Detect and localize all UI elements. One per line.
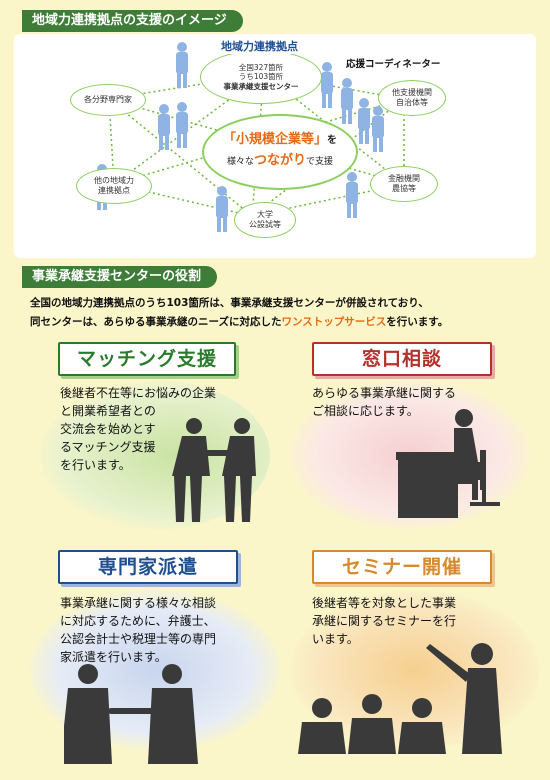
center-main: 「小規模企業等」 (222, 132, 327, 147)
card-counter-title: 窓口相談 (312, 342, 492, 376)
card-matching-title: マッチング支援 (58, 342, 236, 376)
node-university: 大学 公設試等 (234, 202, 296, 238)
network-diagram: 全国327箇所 うち103箇所 事業承継支援センター 地域力連携拠点 応援コーデ… (14, 34, 536, 258)
card-counter-line: あらゆる事業承継に関する (312, 386, 457, 400)
card-seminar-line: 後継者等を対象とした事業 (312, 596, 457, 610)
card-seminar-line: 承継に関するセミナーを行 (312, 614, 457, 628)
card-counter-text: あらゆる事業承継に関する ご相談に応じます。 (312, 384, 456, 420)
card-matching-line: 交流会を始めとす (60, 422, 156, 436)
handshake-silhouette (172, 418, 256, 522)
node-finance-l1: 金融機関 (388, 174, 420, 183)
hub-line1: 全国327箇所 (238, 62, 284, 72)
intro-line2c: を行います。 (386, 316, 449, 328)
hub-title: 地域力連携拠点 (218, 38, 301, 54)
node-univ-l1: 大学 (257, 210, 273, 219)
node-support-l2: 自治体等 (396, 98, 428, 107)
hub-line3: 事業承継支援センター (223, 81, 299, 91)
card-expert-text: 事業承継に関する様々な相談 に対応するために、弁護士、 公認会計士や税理士等の専… (60, 594, 216, 666)
node-other-hubs: 他の地域力 連携拠点 (76, 168, 152, 204)
card-seminar-text: 後継者等を対象とした事業 承継に関するセミナーを行 います。 (312, 594, 456, 648)
business-card-silhouette (64, 664, 198, 764)
node-support-l1: 他支援機関 (392, 88, 432, 97)
seminar-silhouette (298, 643, 502, 754)
node-other-hubs-l2: 連携拠点 (98, 186, 130, 195)
card-expert-line: に対応するために、弁護士、 (60, 614, 216, 628)
node-experts: 各分野専門家 (70, 84, 146, 116)
card-expert-title: 専門家派遣 (58, 550, 238, 584)
section1-heading: 地域力連携拠点の支援のイメージ (22, 10, 243, 32)
card-expert-line: 事業承継に関する様々な相談 (60, 596, 217, 610)
card-matching-line: と開業希望者との (60, 404, 156, 418)
center-message: 「小規模企業等」を 様々なつながりで支援 (202, 114, 358, 190)
coordinator-label: 応援コーディネーター (346, 59, 441, 70)
card-counter-line: ご相談に応じます。 (312, 404, 419, 418)
center-sub3: で支援 (306, 157, 334, 167)
center-sub2: つながり (253, 153, 306, 168)
card-matching-text: 後継者不在等にお悩みの企業 と開業希望者との 交流会を始めとす るマッチング支援… (60, 384, 216, 474)
intro-line2b: ワンストップサービス (281, 316, 387, 328)
node-experts-label: 各分野専門家 (84, 95, 132, 104)
card-matching-line: 後継者不在等にお悩みの企業 (60, 386, 217, 400)
node-other-hubs-l1: 他の地域力 (94, 176, 134, 185)
section2-heading: 事業承継支援センターの役割 (22, 266, 218, 288)
card-expert-line: 公認会計士や税理士等の専門 (60, 632, 217, 646)
intro-line2a: 同センターは、あらゆる事業承継のニーズに対応した (30, 316, 282, 328)
node-support-orgs: 他支援機関 自治体等 (378, 80, 446, 116)
center-sub1: 様々な (226, 157, 254, 167)
card-matching-line: を行います。 (60, 458, 131, 472)
card-seminar-title: セミナー開催 (312, 550, 492, 584)
intro-line1: 全国の地域力連携拠点のうち103箇所は、事業承継支援センターが併設されており、 (30, 297, 429, 309)
node-finance: 金融機関 農協等 (370, 166, 438, 202)
hub-line2: うち103箇所 (238, 72, 284, 82)
card-matching-line: るマッチング支援 (60, 440, 156, 454)
node-univ-l2: 公設試等 (249, 220, 281, 229)
intro-text: 全国の地域力連携拠点のうち103箇所は、事業承継支援センターが併設されており、 … (30, 294, 530, 332)
center-suffix: を (327, 135, 337, 146)
hub-node: 全国327箇所 うち103箇所 事業承継支援センター (200, 50, 322, 104)
node-finance-l2: 農協等 (392, 184, 416, 193)
card-seminar-line: います。 (312, 632, 359, 646)
card-expert-line: 家派遣を行います。 (60, 650, 167, 664)
desk-silhouette (396, 409, 500, 518)
